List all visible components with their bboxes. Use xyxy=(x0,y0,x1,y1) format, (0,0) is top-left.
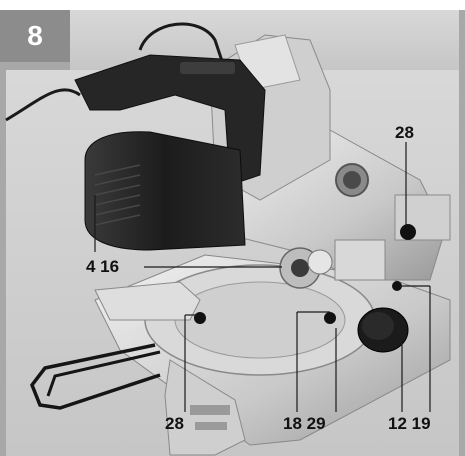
callout-4-16: 4 16 xyxy=(86,257,120,276)
callout-18-29: 18 29 xyxy=(283,414,326,433)
callout-28-bottom: 28 xyxy=(165,414,184,433)
figure-number-badge: 8 xyxy=(0,10,70,62)
callout-12-19: 12 19 xyxy=(388,414,431,433)
callout-28-top: 28 xyxy=(395,123,414,142)
